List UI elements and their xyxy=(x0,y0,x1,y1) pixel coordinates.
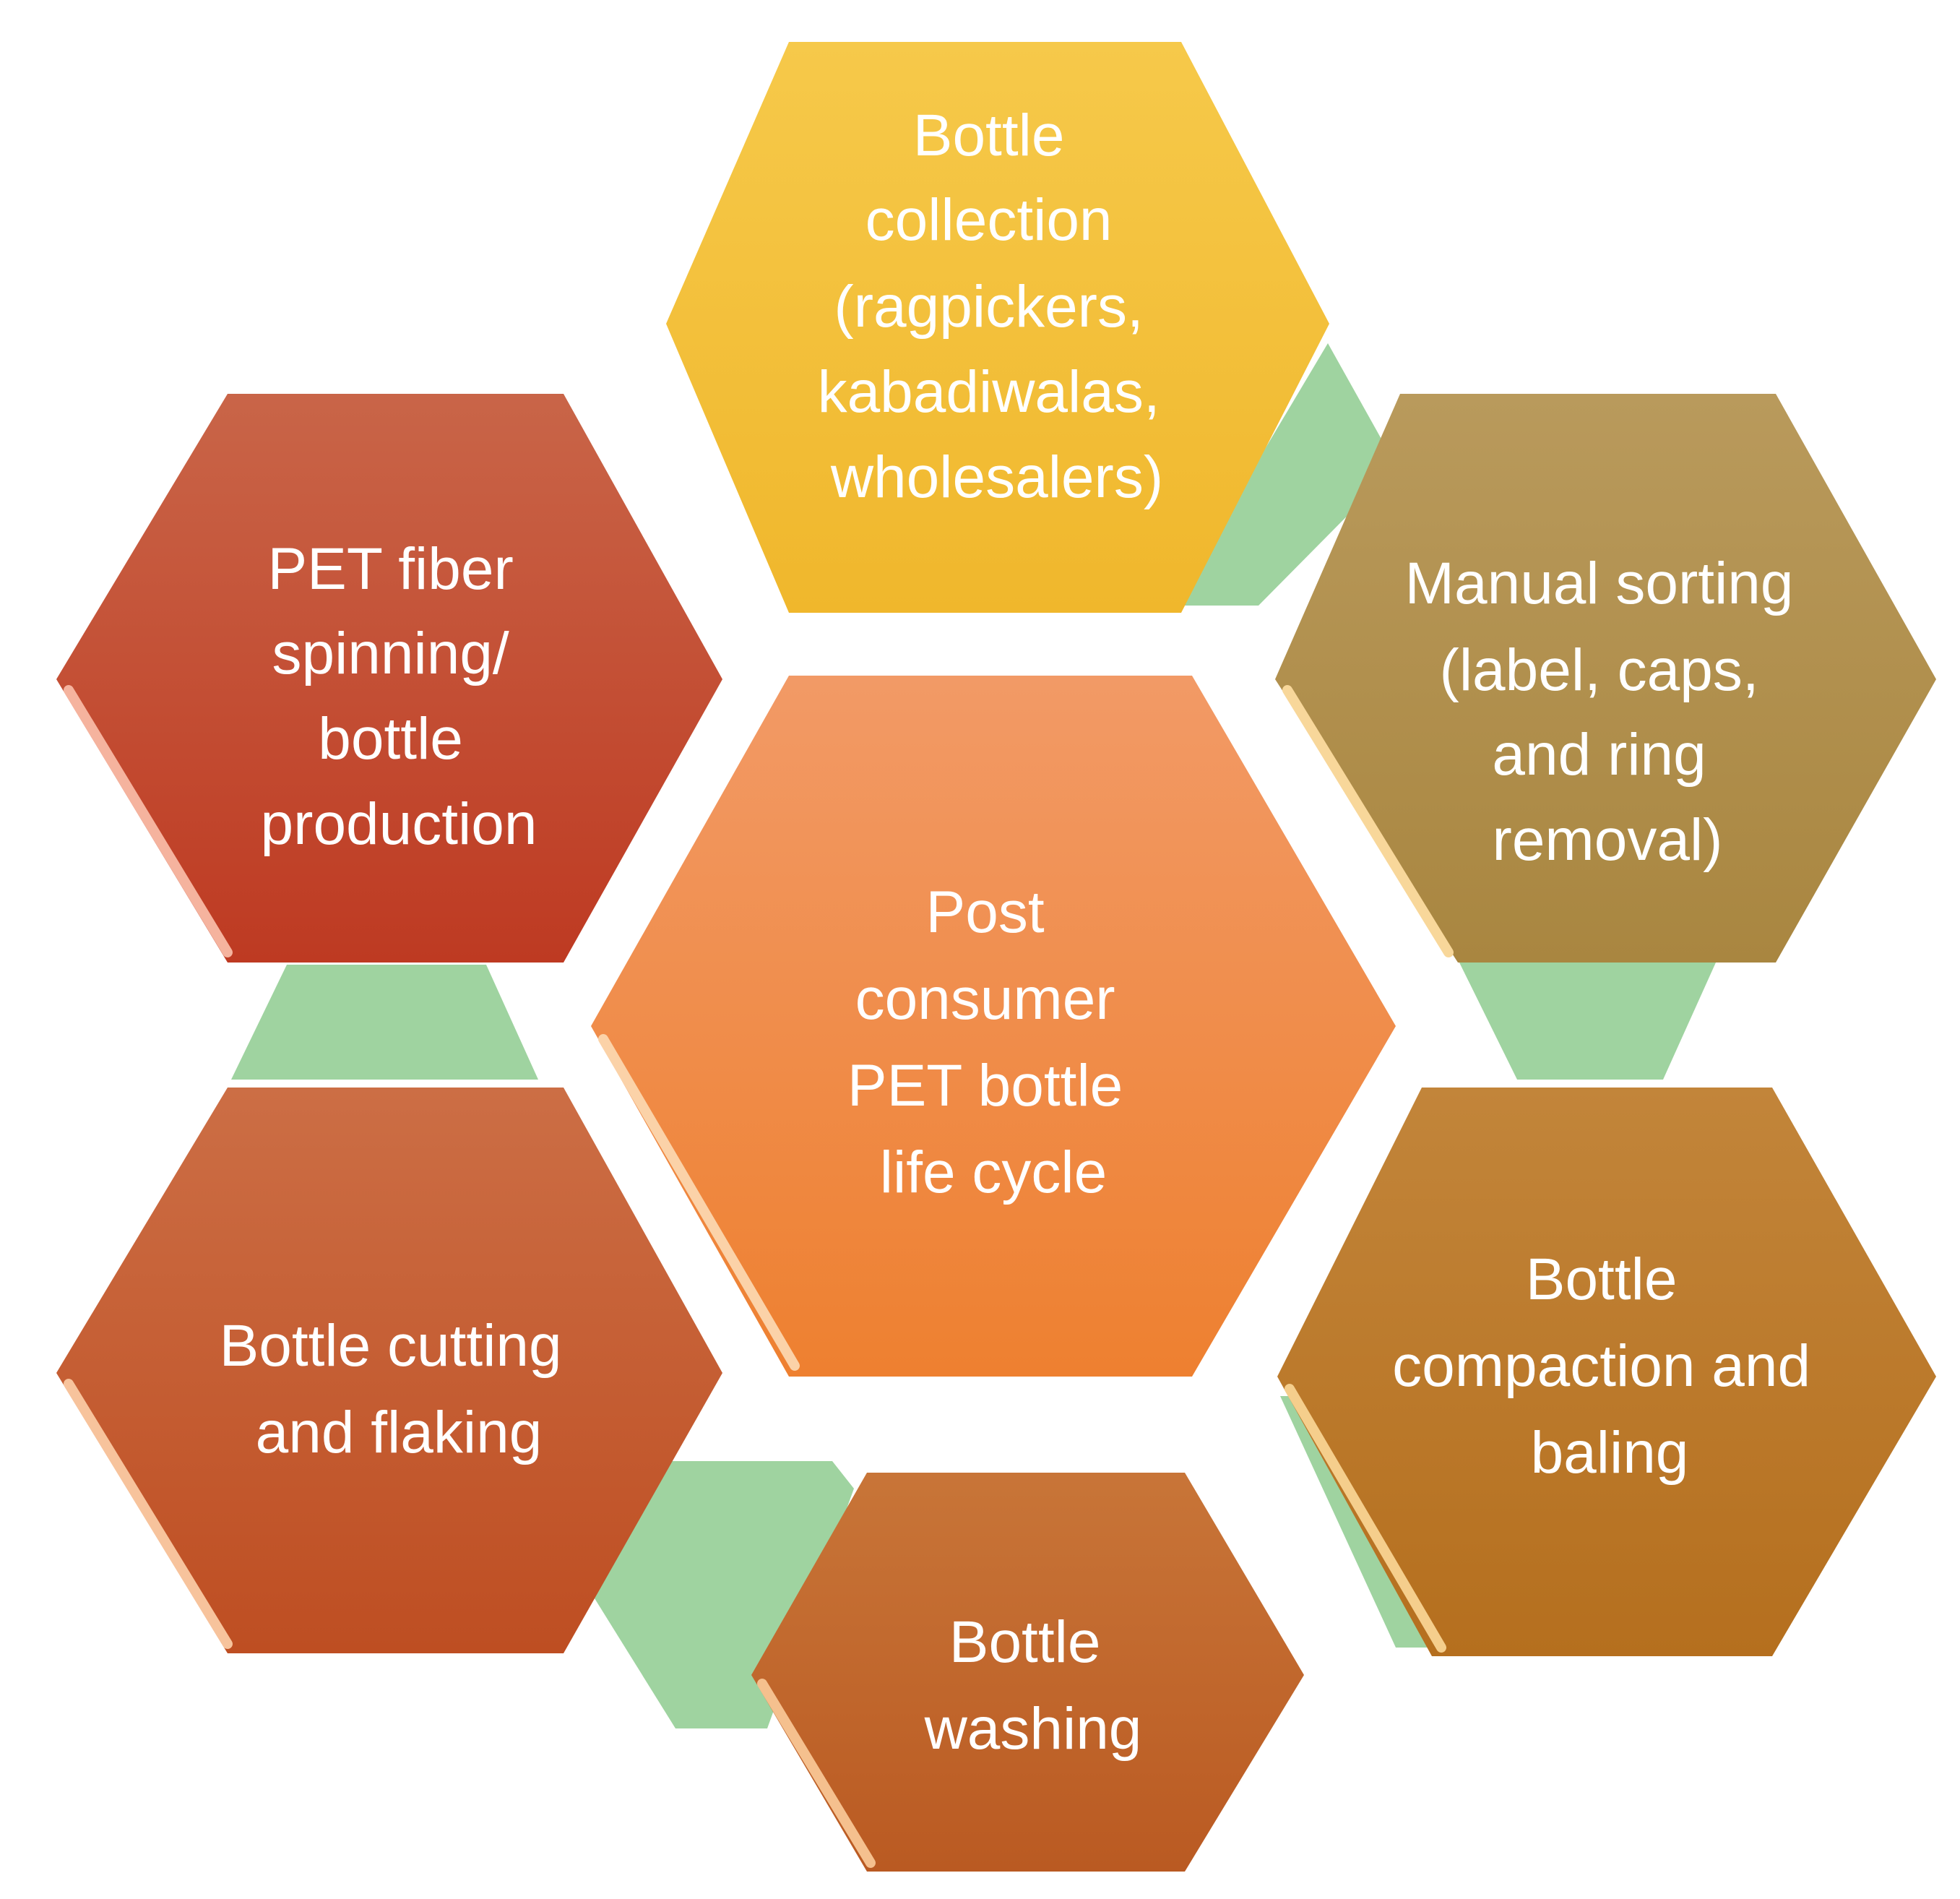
hex-center-label: Post consumer PET bottle life cycle xyxy=(847,879,1139,1205)
hex-collection: Bottle collection (ragpickers, kabadiwal… xyxy=(666,42,1329,613)
connector-collection-sorting xyxy=(1172,343,1396,606)
hex-cutting-shape xyxy=(56,1088,722,1653)
hex-spinning-shape xyxy=(56,394,722,963)
hex-spinning: PET fiber spinning/ bottle production xyxy=(56,394,722,963)
hex-compaction-shape xyxy=(1277,1088,1936,1656)
hex-washing: Bottle washing xyxy=(751,1473,1304,1872)
hex-collection-label: Bottle collection (ragpickers, kabadiwal… xyxy=(818,103,1177,510)
hex-sorting: Manual sorting (label, caps, and ring re… xyxy=(1275,394,1936,963)
hex-washing-highlight xyxy=(757,1679,876,1868)
hex-center: Post consumer PET bottle life cycle xyxy=(591,676,1396,1377)
hex-compaction-label: Bottle compaction and baling xyxy=(1392,1246,1827,1486)
hex-washing-label: Bottle washing xyxy=(924,1609,1142,1762)
hex-washing-shape xyxy=(751,1473,1304,1872)
hex-spinning-highlight xyxy=(64,685,233,957)
hex-compaction-highlight xyxy=(1285,1384,1446,1653)
hex-center-shape xyxy=(591,676,1396,1377)
hex-cutting-highlight xyxy=(64,1379,233,1649)
hex-sorting-highlight xyxy=(1282,685,1454,957)
connector-sorting-compaction xyxy=(1459,963,1716,1080)
hex-cutting-label: Bottle cutting and flaking xyxy=(220,1313,579,1465)
hex-compaction: Bottle compaction and baling xyxy=(1277,1088,1936,1656)
hex-cutting: Bottle cutting and flaking xyxy=(56,1088,722,1653)
hex-spinning-label: PET fiber spinning/ bottle production xyxy=(261,536,538,857)
connector-cutting-spinning xyxy=(231,965,538,1080)
hex-collection-shape xyxy=(666,42,1329,613)
hex-sorting-label: Manual sorting (label, caps, and ring re… xyxy=(1405,551,1810,873)
hex-center-highlight xyxy=(598,1034,800,1371)
hex-sorting-shape xyxy=(1275,394,1936,963)
